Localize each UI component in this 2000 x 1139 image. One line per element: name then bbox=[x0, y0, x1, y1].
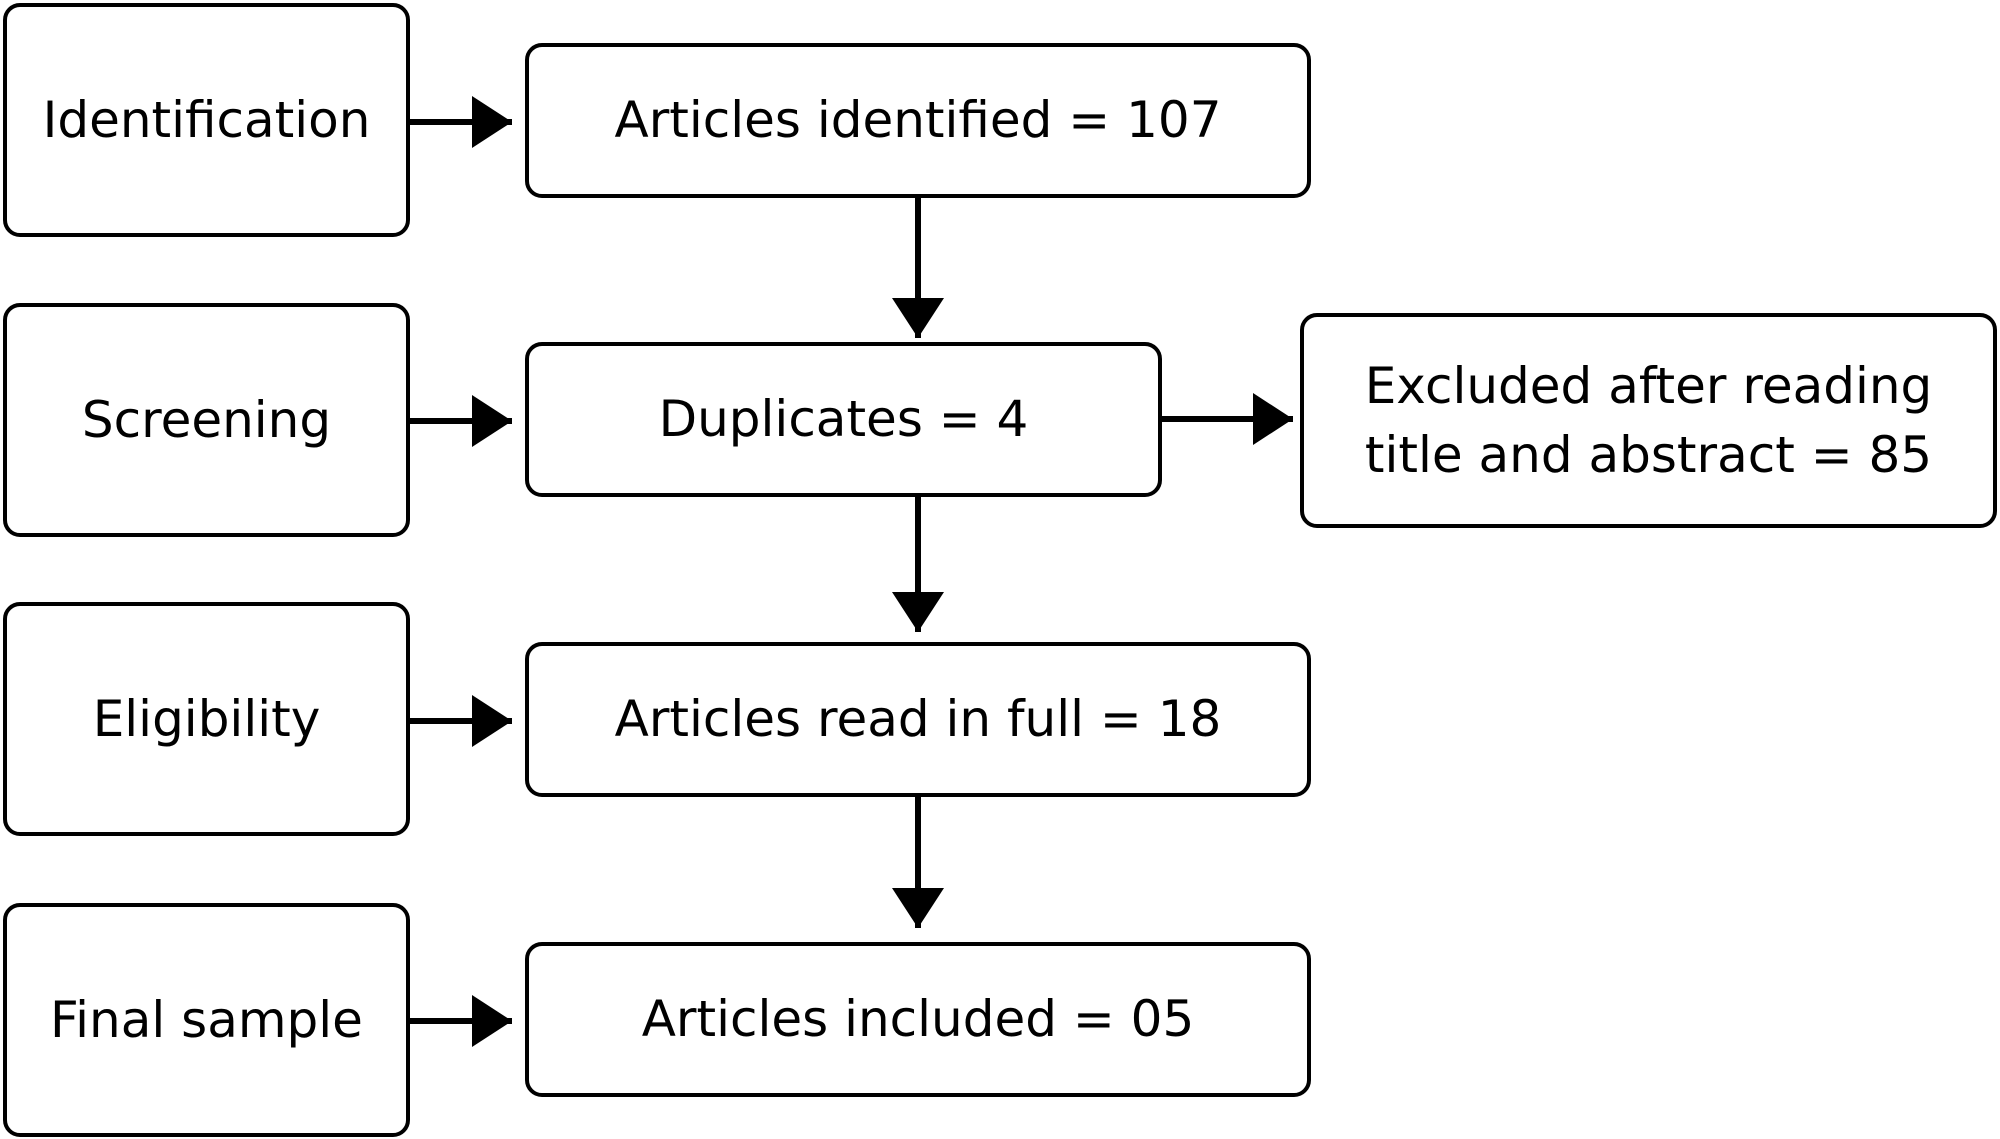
stage-label: Final sample bbox=[50, 990, 363, 1049]
stage-label: Identification bbox=[42, 90, 371, 149]
stage-label: Eligibility bbox=[92, 689, 321, 748]
stage-box-eligibility: Eligibility bbox=[3, 602, 410, 836]
stage-label: Screening bbox=[81, 390, 332, 449]
stage-box-screening: Screening bbox=[3, 303, 410, 537]
exclusion-line-1: Excluded after reading bbox=[1364, 356, 1933, 415]
flow-text: Articles identified = 107 bbox=[614, 91, 1222, 149]
flow-text: Articles read in full = 18 bbox=[614, 690, 1222, 748]
flow-text: Duplicates = 4 bbox=[658, 390, 1029, 448]
stage-box-final-sample: Final sample bbox=[3, 903, 410, 1137]
flow-box-read-in-full: Articles read in full = 18 bbox=[525, 642, 1311, 797]
exclusion-box: Excluded after reading title and abstrac… bbox=[1300, 313, 1997, 528]
stage-box-identification: Identification bbox=[3, 3, 410, 237]
flow-text: Articles included = 05 bbox=[641, 990, 1195, 1048]
exclusion-line-2: title and abstract = 85 bbox=[1364, 425, 1933, 484]
flow-box-duplicates: Duplicates = 4 bbox=[525, 342, 1162, 497]
flow-box-identified: Articles identified = 107 bbox=[525, 43, 1311, 198]
flow-box-included: Articles included = 05 bbox=[525, 942, 1311, 1097]
